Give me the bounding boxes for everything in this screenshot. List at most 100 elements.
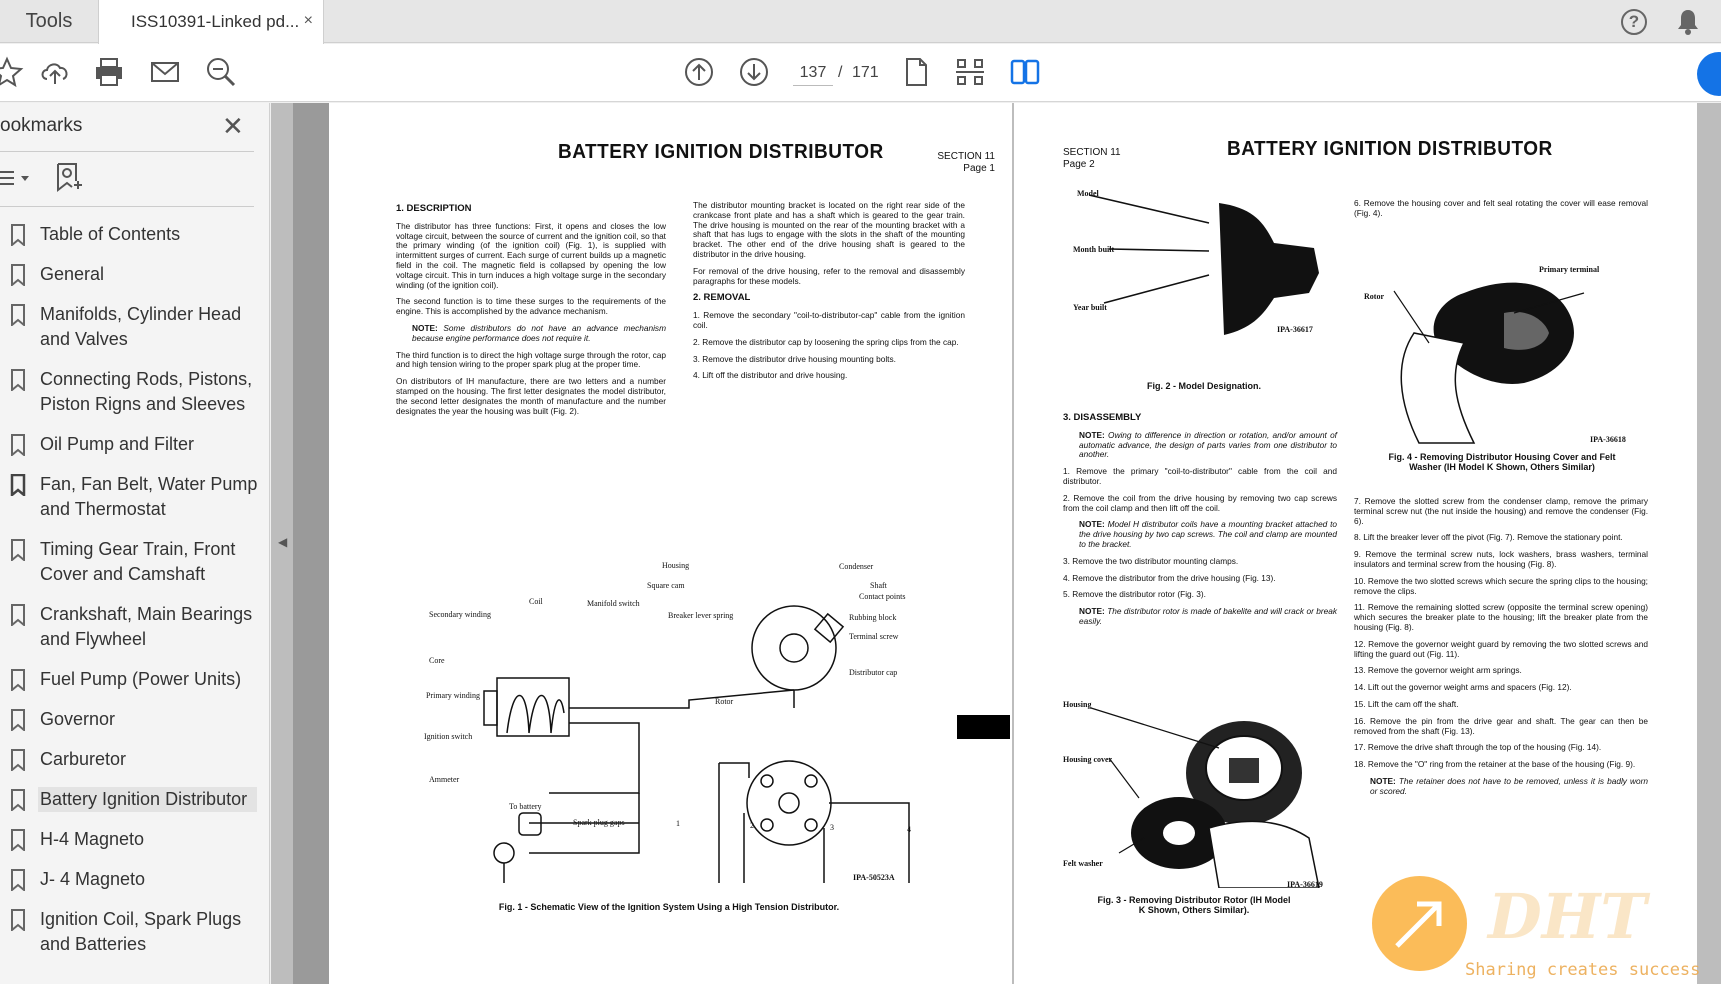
- help-icon[interactable]: ?: [1621, 9, 1647, 35]
- bookmark-icon: [11, 749, 25, 771]
- bookmark-item[interactable]: Fan, Fan Belt, Water Pump and Thermostat: [0, 465, 262, 530]
- label-month-built: Month built: [1073, 245, 1115, 254]
- bookmark-item[interactable]: Crankshaft, Main Bearings and Flywheel: [0, 595, 262, 660]
- page-total: 171: [852, 64, 879, 81]
- page-margin: [293, 103, 329, 984]
- bookmark-item[interactable]: Governor: [0, 700, 262, 740]
- bookmark-label: Carburetor: [40, 749, 127, 769]
- bookmark-item[interactable]: J- 4 Magneto: [0, 860, 262, 900]
- note-label: NOTE:: [1079, 429, 1105, 440]
- figure-caption: Fig. 4 - Removing Distributor Housing Co…: [1388, 452, 1616, 472]
- bookmark-label: Fan, Fan Belt, Water Pump and Thermostat: [40, 474, 258, 519]
- note-label: NOTE:: [1079, 519, 1105, 530]
- paragraph: 17. Remove the drive shaft through the t…: [1354, 742, 1602, 753]
- figure-caption: Fig. 3 - Removing Distributor Rotor (IH …: [1097, 895, 1291, 915]
- section-number: SECTION 11: [1063, 147, 1121, 158]
- heading: 2. REMOVAL: [693, 292, 751, 304]
- label-gap-3: 3: [830, 823, 834, 832]
- bookmark-item[interactable]: Connecting Rods, Pistons, Piston Rigns a…: [0, 360, 262, 425]
- zoom-icon[interactable]: [204, 55, 238, 89]
- mail-icon[interactable]: [148, 55, 182, 89]
- figure-code: IPA-50523A: [853, 873, 895, 882]
- note-text: Some distributors do not have an advance…: [412, 322, 666, 343]
- divider: [0, 206, 254, 207]
- figure-2-distributor: [1088, 194, 1319, 335]
- bookmark-item[interactable]: Oil Pump and Filter: [0, 425, 262, 465]
- paragraph: 4. Lift off the distributor and drive ho…: [693, 370, 848, 381]
- paragraph: 8. Lift the breaker lever off the pivot …: [1354, 532, 1623, 543]
- label-gap-2: 2: [750, 821, 754, 830]
- paragraph: 14. Lift out the governor weight arms an…: [1354, 682, 1572, 693]
- bookmark-label: Crankshaft, Main Bearings and Flywheel: [40, 604, 253, 649]
- bookmark-icon: [11, 829, 25, 851]
- upload-icon[interactable]: [38, 55, 72, 89]
- bookmark-item[interactable]: Manifolds, Cylinder Head and Valves: [0, 295, 262, 360]
- text-column: 7. Remove the slotted screw from the con…: [1354, 496, 1648, 804]
- text-column: 1. DESCRIPTION The distributor has three…: [396, 201, 666, 423]
- note: NOTE: Some distributors do not have an a…: [396, 322, 666, 344]
- label-square-cam: Square cam: [647, 581, 685, 590]
- next-page-icon[interactable]: [737, 55, 771, 89]
- bookmark-icon: [11, 604, 25, 626]
- figure-code: IPA-36619: [1287, 880, 1323, 889]
- print-icon[interactable]: [92, 55, 126, 89]
- text-column: 3. DISASSEMBLY NOTE: Owing to difference…: [1063, 410, 1337, 634]
- two-page-icon[interactable]: [1008, 55, 1042, 89]
- bookmark-list: Table of Contents General Manifolds, Cyl…: [0, 215, 262, 965]
- toolbar: 137 / 171: [0, 44, 1721, 102]
- paragraph: 3. Remove the two distributor mounting c…: [1063, 555, 1239, 566]
- label-housing: Housing: [1063, 700, 1092, 709]
- page-number-input[interactable]: 137: [793, 60, 833, 86]
- options-menu-icon[interactable]: [0, 163, 34, 193]
- close-panel-icon[interactable]: ✕: [222, 111, 244, 141]
- tab-tools[interactable]: Tools: [25, 10, 73, 32]
- single-page-icon[interactable]: [899, 55, 933, 89]
- bookmark-item[interactable]: General: [0, 255, 262, 295]
- bookmark-label: Battery Ignition Distributor: [38, 787, 258, 812]
- paragraph: 11. Remove the remaining slotted screw (…: [1354, 602, 1648, 632]
- bookmark-item[interactable]: Ignition Coil, Spark Plugs and Batteries: [0, 900, 262, 965]
- bookmark-icon: [11, 669, 25, 691]
- add-bookmark-icon[interactable]: [54, 161, 84, 193]
- label-coil: Coil: [529, 597, 543, 606]
- paragraph: The distributor mounting bracket is loca…: [693, 200, 965, 259]
- share-button[interactable]: [1697, 52, 1721, 96]
- bookmark-item[interactable]: Carburetor: [0, 740, 262, 780]
- paragraph: 6. Remove the housing cover and felt sea…: [1354, 198, 1648, 218]
- bookmark-item[interactable]: Table of Contents: [0, 215, 262, 255]
- note-text: Owing to difference in direction or rota…: [1079, 429, 1337, 460]
- page-title: BATTERY IGNITION DISTRIBUTOR: [558, 141, 884, 164]
- page-number: Page 2: [1063, 159, 1095, 170]
- bookmark-item[interactable]: Fuel Pump (Power Units): [0, 660, 262, 700]
- fit-page-icon[interactable]: [953, 55, 987, 89]
- paragraph: 3. Remove the distributor drive housing …: [693, 353, 896, 364]
- star-icon[interactable]: [0, 55, 24, 89]
- note: NOTE: The distributor rotor is made of b…: [1063, 606, 1337, 627]
- paragraph: 7. Remove the slotted screw from the con…: [1354, 496, 1648, 526]
- bookmark-item[interactable]: Timing Gear Train, Front Cover and Camsh…: [0, 530, 262, 595]
- note: NOTE: Model H distributor coils have a m…: [1063, 519, 1337, 549]
- text-column: The distributor mounting bracket is loca…: [693, 200, 965, 388]
- paragraph: 5. Remove the distributor rotor (Fig. 3)…: [1063, 589, 1206, 600]
- bookmarks-panel: ookmarks ✕ Table of Contents General Man…: [0, 103, 270, 984]
- label-contact-points: Contact points: [859, 592, 906, 601]
- page-separator: /: [838, 64, 843, 81]
- tab-document[interactable]: ISS10391-Linked pd... ×: [98, 0, 324, 44]
- bookmark-item-active[interactable]: Battery Ignition Distributor: [0, 780, 262, 820]
- bookmark-icon: [11, 224, 25, 246]
- bookmark-label: Timing Gear Train, Front Cover and Camsh…: [40, 539, 236, 584]
- paragraph: 2. Remove the distributor cap by looseni…: [693, 336, 959, 347]
- close-tab-icon[interactable]: ×: [303, 12, 313, 29]
- figure-caption: Fig. 1 - Schematic View of the Ignition …: [498, 902, 840, 912]
- bookmark-item[interactable]: H-4 Magneto: [0, 820, 262, 860]
- label-terminal-screw: Terminal screw: [849, 632, 899, 641]
- label-condenser: Condenser: [839, 562, 874, 571]
- bookmarks-title: ookmarks: [0, 115, 83, 136]
- note: NOTE: Owing to difference in direction o…: [1063, 429, 1337, 460]
- note: NOTE: The retainer does not have to be r…: [1354, 776, 1648, 797]
- bookmark-label: Ignition Coil, Spark Plugs and Batteries: [40, 909, 242, 954]
- collapse-panel-icon[interactable]: ◀: [278, 535, 288, 549]
- page-title: BATTERY IGNITION DISTRIBUTOR: [1227, 138, 1553, 161]
- bell-icon[interactable]: [1676, 8, 1700, 36]
- prev-page-icon[interactable]: [682, 55, 716, 89]
